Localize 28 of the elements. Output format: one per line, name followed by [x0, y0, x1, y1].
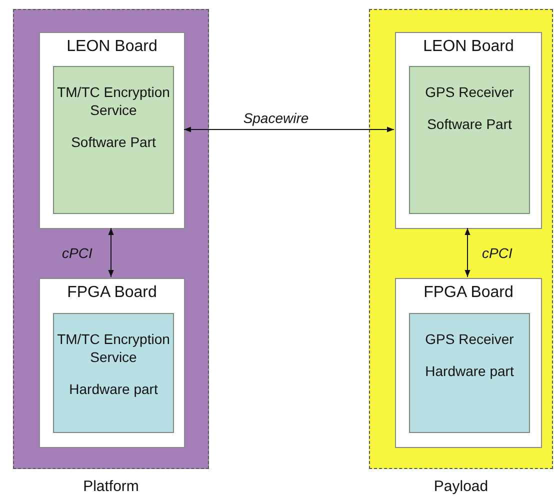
component-text: GPS Receiver	[424, 83, 515, 101]
board-title: LEON Board	[66, 38, 158, 56]
component-text: GPS Receiver	[424, 330, 515, 348]
connector-arrow	[108, 228, 114, 278]
component-box	[53, 66, 174, 214]
component-box	[53, 313, 174, 433]
area-label: Payload	[432, 478, 490, 495]
board-box	[395, 278, 542, 448]
component-box	[409, 66, 530, 214]
component-text: Hardware part	[68, 380, 159, 398]
board-box	[395, 32, 542, 229]
edge-label: cPCI	[481, 245, 514, 261]
board-title: FPGA Board	[422, 284, 514, 302]
component-text: TM/TC Encryption Service	[56, 83, 171, 119]
board-title: FPGA Board	[66, 284, 158, 302]
edge-label: cPCI	[61, 245, 94, 261]
board-box	[39, 278, 185, 448]
board-box	[39, 32, 185, 229]
component-text: Hardware part	[424, 362, 515, 380]
component-text: Software Part	[426, 115, 513, 133]
connector-arrow	[184, 126, 394, 132]
component-box	[409, 313, 530, 433]
component-text: TM/TC Encryption Service	[56, 330, 171, 366]
connector-arrow	[464, 228, 470, 278]
board-title: LEON Board	[422, 38, 515, 56]
edge-label: Spacewire	[241, 110, 311, 126]
component-text: Software Part	[70, 133, 157, 151]
area-label: Platform	[82, 478, 140, 495]
